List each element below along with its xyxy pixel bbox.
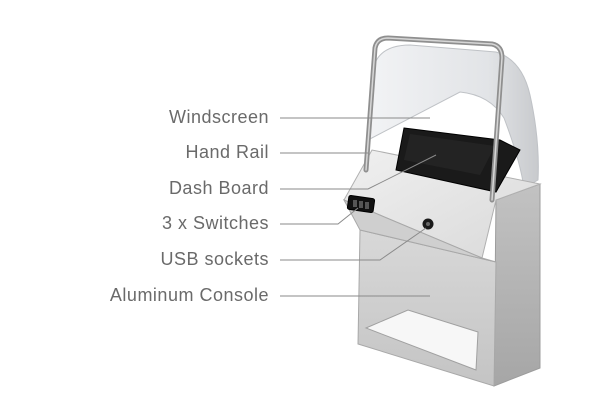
console-front-lip — [342, 198, 497, 263]
dashboard-reflection — [404, 134, 495, 175]
switch-1 — [353, 200, 357, 207]
leader-usb-sockets — [280, 227, 427, 261]
console-base-opening — [364, 309, 479, 371]
leader-dash-board — [280, 154, 437, 190]
label-aluminum-console: Aluminum Console — [109, 285, 269, 305]
console-side-panel — [493, 183, 541, 387]
label-dash-board: Dash Board — [168, 178, 269, 198]
label-switches: 3 x Switches — [161, 213, 269, 233]
label-hand-rail: Hand Rail — [185, 142, 269, 162]
label-usb-sockets: USB sockets — [160, 249, 269, 269]
leader-switches — [280, 207, 359, 225]
switch-2 — [359, 201, 363, 208]
hand-rail-highlight — [365, 37, 503, 201]
switch-3 — [365, 202, 369, 209]
usb-socket-inner — [426, 222, 430, 226]
label-windscreen: Windscreen — [168, 107, 269, 127]
